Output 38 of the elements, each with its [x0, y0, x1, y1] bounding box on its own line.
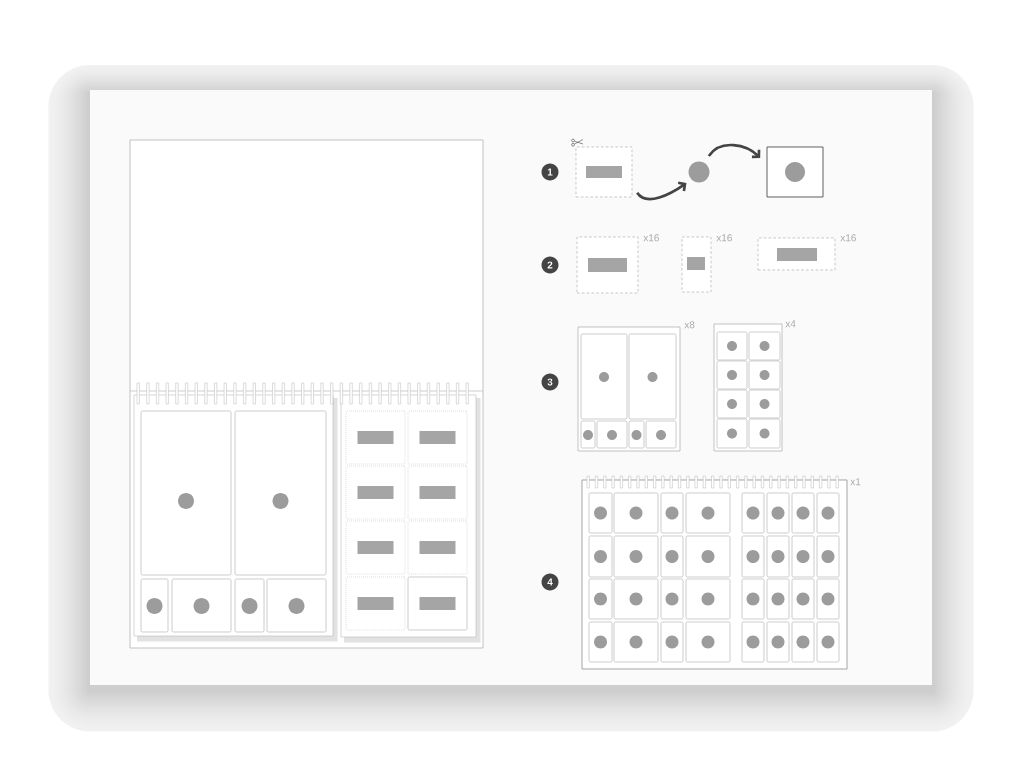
card: [748, 418, 781, 449]
card: [613, 578, 659, 620]
card: [171, 578, 232, 633]
card: [716, 418, 748, 449]
square-frame: [766, 146, 824, 198]
curved-arrow: [636, 181, 687, 201]
card: [685, 535, 731, 578]
card: [613, 535, 659, 578]
card: [716, 331, 748, 361]
quantity-label: x4: [785, 320, 796, 328]
quantity-label: x16: [716, 234, 732, 242]
card: [140, 410, 232, 576]
card: [716, 360, 748, 390]
curved-arrow: [707, 143, 761, 159]
card: [685, 492, 731, 534]
round-dot: [688, 161, 710, 183]
card: [613, 492, 659, 534]
step-number: 1: [541, 163, 559, 181]
card: [234, 410, 327, 576]
quantity-label: x1: [850, 478, 861, 486]
card: [596, 420, 628, 449]
step-number: 3: [541, 373, 559, 391]
quantity-label: x16: [643, 234, 659, 242]
card: [645, 420, 677, 449]
quantity-label: x8: [684, 321, 695, 329]
card: [748, 331, 781, 361]
card: [716, 389, 748, 419]
card: [613, 621, 659, 663]
card: [685, 621, 731, 663]
card: [748, 389, 781, 419]
card: [685, 578, 731, 620]
step-number: 4: [541, 573, 559, 591]
card: [748, 360, 781, 390]
card: [580, 333, 628, 420]
step-number: 2: [541, 256, 559, 274]
card: [628, 333, 677, 420]
quantity-label: x16: [840, 234, 856, 242]
card: [266, 578, 327, 633]
